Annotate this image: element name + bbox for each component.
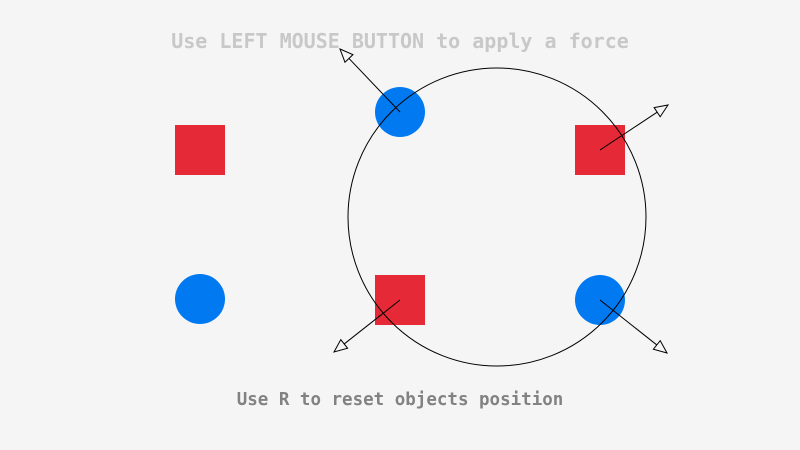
- physics-body-square[interactable]: [175, 125, 225, 175]
- force-arrow: [599, 299, 669, 354]
- force-arrow-head-icon: [652, 339, 669, 354]
- force-arrow-head-icon: [339, 48, 354, 64]
- instruction-reset-objects: Use R to reset objects position: [236, 390, 564, 410]
- force-arrow-line: [599, 299, 658, 346]
- force-arrow-line: [348, 58, 401, 113]
- force-arrow: [339, 48, 401, 113]
- force-arrow: [599, 104, 670, 151]
- force-arrow: [332, 299, 401, 353]
- force-arrow-head-icon: [653, 104, 670, 118]
- force-radius-circle: [347, 67, 647, 367]
- force-arrow-line: [343, 299, 401, 345]
- force-arrow-line: [599, 111, 658, 151]
- force-arrow-head-icon: [332, 338, 349, 353]
- instruction-apply-force: Use LEFT MOUSE BUTTON to apply a force: [171, 29, 629, 53]
- physics-body-circle[interactable]: [175, 274, 225, 324]
